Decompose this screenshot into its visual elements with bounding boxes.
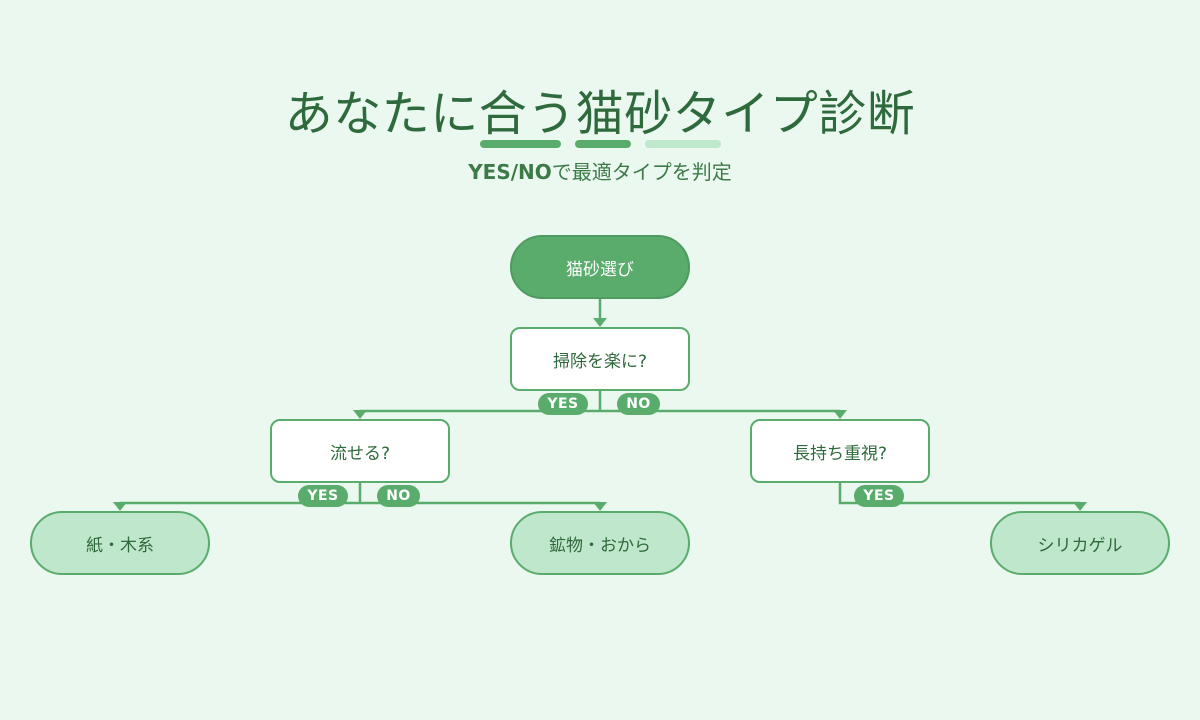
page-title: あなたに合う猫砂タイプ診断 (284, 86, 916, 142)
arrow-to-q1 (593, 318, 607, 327)
arrow-to-r2 (593, 502, 607, 511)
arrow-to-r3 (1073, 502, 1087, 511)
result-node-label: シリカゲル (1037, 535, 1123, 556)
title-underline-1 (480, 140, 561, 148)
arrow-to-q3 (833, 410, 847, 419)
yes-badge: YES (298, 485, 348, 507)
subtitle-rest: で最適タイプを判定 (551, 160, 732, 184)
connector-q3-branch (838, 483, 1080, 505)
result-node-paper-wood: 紙・木系 (30, 511, 210, 575)
question-node-flushable: 流せる? (270, 419, 450, 483)
subtitle-latin: YES/NO (468, 160, 552, 184)
page-subtitle: YES/NOで最適タイプを判定 (0, 158, 1200, 186)
arrow-to-q2 (353, 410, 367, 419)
no-badge: NO (617, 393, 660, 415)
start-node-label: 猫砂選び (566, 259, 634, 280)
question-node-label: 掃除を楽に? (552, 351, 648, 372)
result-node-mineral-okara: 鉱物・おから (510, 511, 690, 575)
question-node-longlasting: 長持ち重視? (750, 419, 930, 483)
result-node-label: 紙・木系 (86, 535, 154, 556)
title-underline-2 (575, 140, 631, 148)
no-badge: NO (377, 485, 420, 507)
question-node-label: 流せる? (329, 443, 391, 464)
yes-badge: YES (538, 393, 588, 415)
title-underline-3 (645, 140, 721, 148)
yes-badge: YES (854, 485, 904, 507)
arrow-to-r1 (113, 502, 127, 511)
result-node-silica: シリカゲル (990, 511, 1170, 575)
start-node: 猫砂選び (510, 235, 690, 299)
question-node-label: 長持ち重視? (792, 443, 888, 464)
question-node-cleaning: 掃除を楽に? (510, 327, 690, 391)
result-node-label: 鉱物・おから (549, 535, 651, 556)
